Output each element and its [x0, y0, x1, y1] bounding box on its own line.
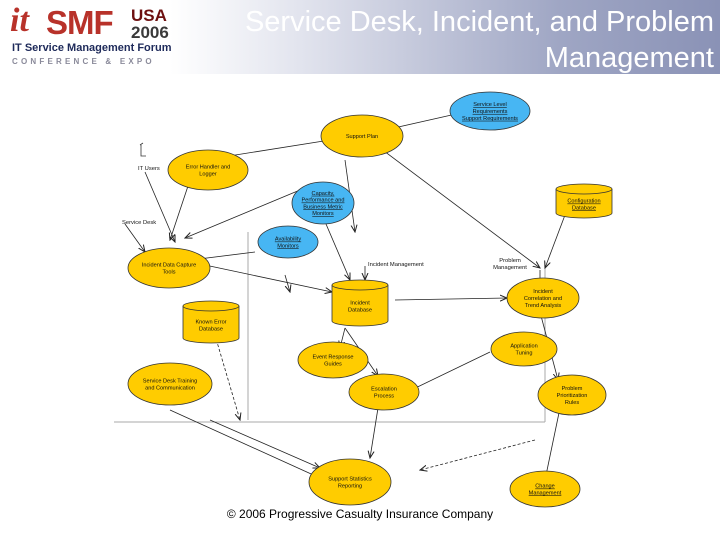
sd-training-label: and Communication: [145, 385, 195, 391]
application-tuning-node: [490, 331, 558, 367]
configuration-db-database-icon: [555, 183, 613, 219]
slide-title-line1: Service Desk, Incident, and Problem: [244, 6, 714, 38]
arrow-support-plan-to-problem-mgmt: [379, 147, 540, 268]
arrow-it-users-to-service-desk: [144, 171, 175, 242]
service-level-requirements-label: Support Requirements: [462, 116, 518, 122]
incident-capture-label: Incident Data Capture: [142, 263, 196, 269]
logo-usa-text: USA: [131, 6, 167, 25]
escalation-label: Process: [374, 393, 394, 399]
arrow-training-to-statistics: [169, 409, 320, 478]
logo-it-text: it: [10, 2, 29, 39]
arrow-tuning-to-escalation: [405, 351, 491, 393]
service-desk-label: Service Desk: [122, 220, 156, 226]
service-level-requirements-label: Service Level: [473, 102, 507, 108]
capacity-perf-label: Business Metric: [303, 204, 343, 210]
support-statistics-node: [308, 458, 392, 506]
copyright-text: © 2006 Progressive Casualty Insurance Co…: [226, 507, 494, 521]
change-management-label: Management: [529, 490, 562, 496]
arrow-capture-to-db-link: [284, 274, 290, 292]
problem-prioritization-label: Prioritization: [557, 393, 588, 399]
application-tuning-label: Tuning: [516, 350, 533, 356]
support-plan-label: Support Plan: [346, 134, 378, 140]
arrow-config-db-to-problem-mgmt: [545, 214, 566, 268]
known-error-db-label: Database: [199, 326, 223, 332]
incident-db-database-icon: [331, 279, 389, 327]
incident-db-label: Database: [348, 307, 372, 313]
service-level-requirements-node: [449, 91, 531, 131]
incident-correlation-label: Correlation and: [524, 296, 562, 302]
incident-capture-node: [127, 247, 211, 289]
known-error-db-label: Known Error: [195, 320, 226, 326]
problem-prioritization-label: Problem: [562, 386, 583, 392]
configuration-db-label: Configuration: [567, 199, 600, 205]
change-management-node: [509, 470, 581, 508]
logo-year-text: 2006: [131, 23, 169, 42]
support-statistics-label: Reporting: [338, 483, 362, 489]
arrow-error-handler-to-service-desk: [170, 179, 191, 240]
incident-management-label: Incident Management: [368, 262, 424, 268]
user-icon: [139, 142, 146, 157]
capacity-perf-label: Monitors: [312, 211, 334, 217]
slide-title-line2: Management: [544, 42, 714, 74]
change-management-label: Change: [535, 484, 555, 490]
arrow-capture-to-incident-db: [204, 264, 332, 292]
arrow-escalation-to-statistics: [370, 407, 379, 458]
problem-prioritization-label: Rules: [565, 400, 580, 406]
logo-conference-text: CONFERENCE & EXPO: [12, 57, 155, 66]
configuration-db-label: Database: [572, 205, 596, 211]
capacity-perf-label: Performance and: [302, 198, 345, 204]
service-level-requirements-label: Requirements: [473, 109, 508, 115]
arrow-right-frame-to-statistics: [420, 439, 536, 470]
sd-training-node: [127, 362, 213, 406]
support-statistics-label: Support Statistics: [328, 477, 372, 483]
known-error-db-database-icon: [182, 300, 240, 344]
incident-capture-label: Tools: [162, 269, 175, 275]
availability-label: Monitors: [277, 243, 299, 249]
error-handler-node: [167, 149, 249, 191]
itsmf-logo: it SMF USA 2006 IT Service Management Fo…: [4, 2, 176, 70]
event-response-label: Guides: [324, 361, 342, 367]
error-handler-label: Error Handler and: [186, 165, 230, 171]
escalation-label: Escalation: [371, 387, 397, 393]
slide-title: Service Desk, Incident, and Problem Mana…: [194, 4, 714, 76]
arrow-capacity-to-service-desk: [185, 189, 301, 238]
header-banner: it SMF USA 2006 IT Service Management Fo…: [0, 0, 720, 74]
support-plan-node: [320, 114, 404, 158]
problem-management-label: Management: [493, 265, 527, 271]
capacity-perf-label: Capacity,: [312, 191, 335, 197]
arrow-known-error-to-statistics: [209, 419, 320, 468]
error-handler-label: Logger: [199, 171, 217, 177]
logo-smf-text: SMF: [46, 4, 114, 41]
arrow-service-desk-to-capture: [124, 223, 145, 252]
sd-training-label: Service Desk Training: [143, 379, 197, 385]
it-users-label: IT Users: [138, 166, 160, 172]
capacity-perf-node: [291, 181, 355, 225]
incident-correlation-node: [506, 277, 580, 319]
escalation-node: [348, 373, 420, 411]
problem-management-label: Problem: [499, 258, 521, 264]
application-tuning-label: Application: [510, 344, 537, 350]
arrow-db-to-correlation: [394, 298, 507, 300]
incident-correlation-label: Incident: [533, 289, 553, 295]
problem-prioritization-node: [537, 374, 607, 416]
arrow-prioritization-to-change: [545, 407, 561, 480]
incident-correlation-label: Trend Analysis: [525, 303, 562, 309]
availability-label: Availability: [275, 237, 302, 243]
event-response-node: [297, 341, 369, 379]
incident-db-label: Incident: [350, 301, 370, 307]
logo-forum-text: IT Service Management Forum: [12, 42, 172, 54]
availability-node: [257, 225, 319, 259]
event-response-label: Event Response: [312, 355, 353, 361]
footer: © 2006 Progressive Casualty Insurance Co…: [0, 507, 720, 521]
